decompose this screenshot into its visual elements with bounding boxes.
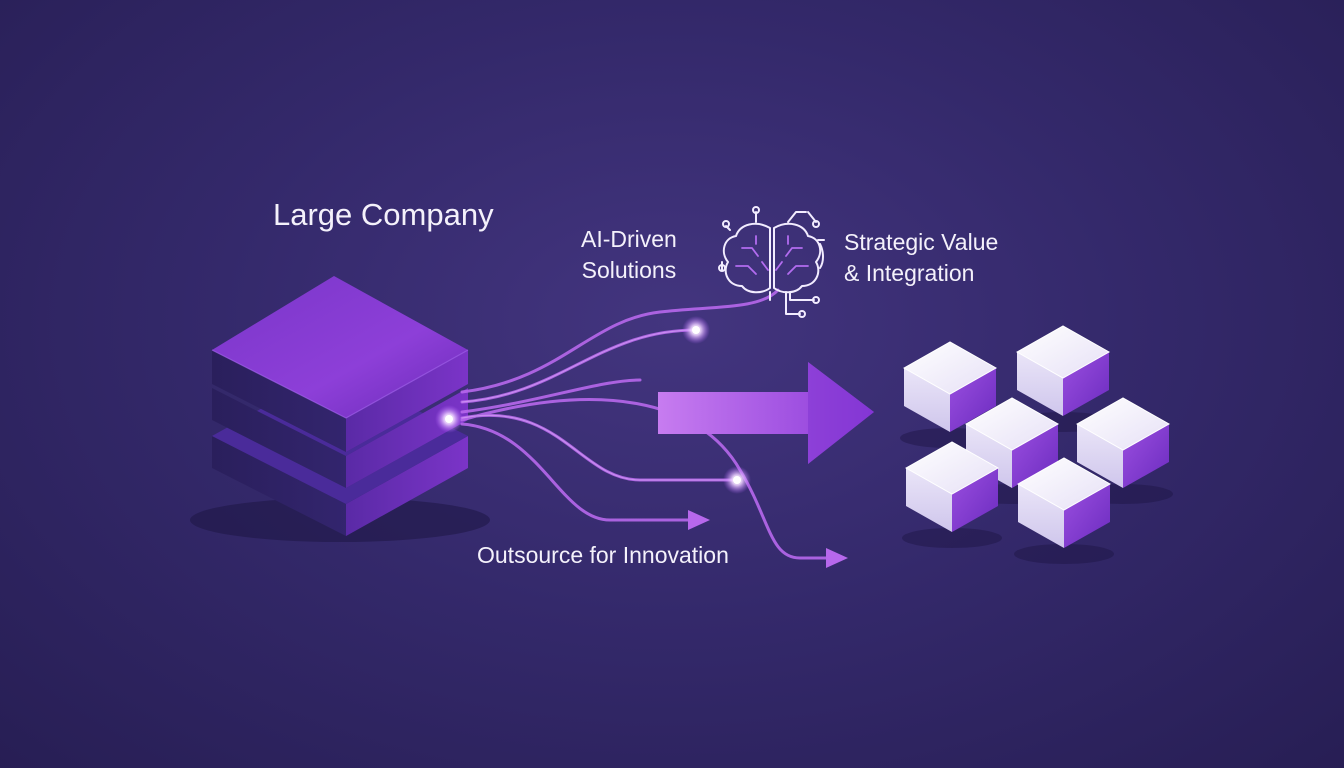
ai-driven-line1: AI-Driven: [581, 226, 677, 252]
outsource-label: Outsource for Innovation: [477, 542, 729, 568]
glow-nodes: [435, 316, 751, 494]
flow-lines: [460, 288, 830, 560]
stack-layer-top: [211, 276, 469, 452]
ai-driven-line2: Solutions: [581, 257, 677, 283]
brain-circuit-icon: [718, 206, 825, 318]
flow-line-to-ai: [460, 288, 780, 394]
company-stack-icon: [190, 276, 490, 542]
glow-node-source: [435, 405, 463, 433]
module-cube: [962, 397, 1062, 504]
glow-node-bottom: [723, 466, 751, 494]
strategic-line1: Strategic Value: [844, 229, 999, 255]
glow-node-top: [682, 316, 710, 344]
module-cube: [902, 441, 1002, 548]
transition-arrow-icon: [658, 362, 874, 464]
arrowhead-b-icon: [826, 548, 848, 568]
module-cube: [1014, 457, 1114, 564]
flow-line-to-arrow-a: [460, 422, 692, 522]
flow-line-to-top-node: [460, 328, 698, 404]
arrowhead-a-icon: [688, 510, 710, 530]
flow-line-to-arrow-b: [460, 398, 830, 560]
large-company-label: Large Company: [273, 197, 494, 232]
strategic-line2: & Integration: [844, 260, 975, 286]
strategic-value-label: Strategic Value & Integration: [844, 227, 998, 289]
flow-line-to-arrow: [460, 378, 642, 414]
ai-driven-solutions-label: AI-Driven Solutions: [581, 224, 677, 286]
cube-cluster-icon: [900, 325, 1173, 564]
